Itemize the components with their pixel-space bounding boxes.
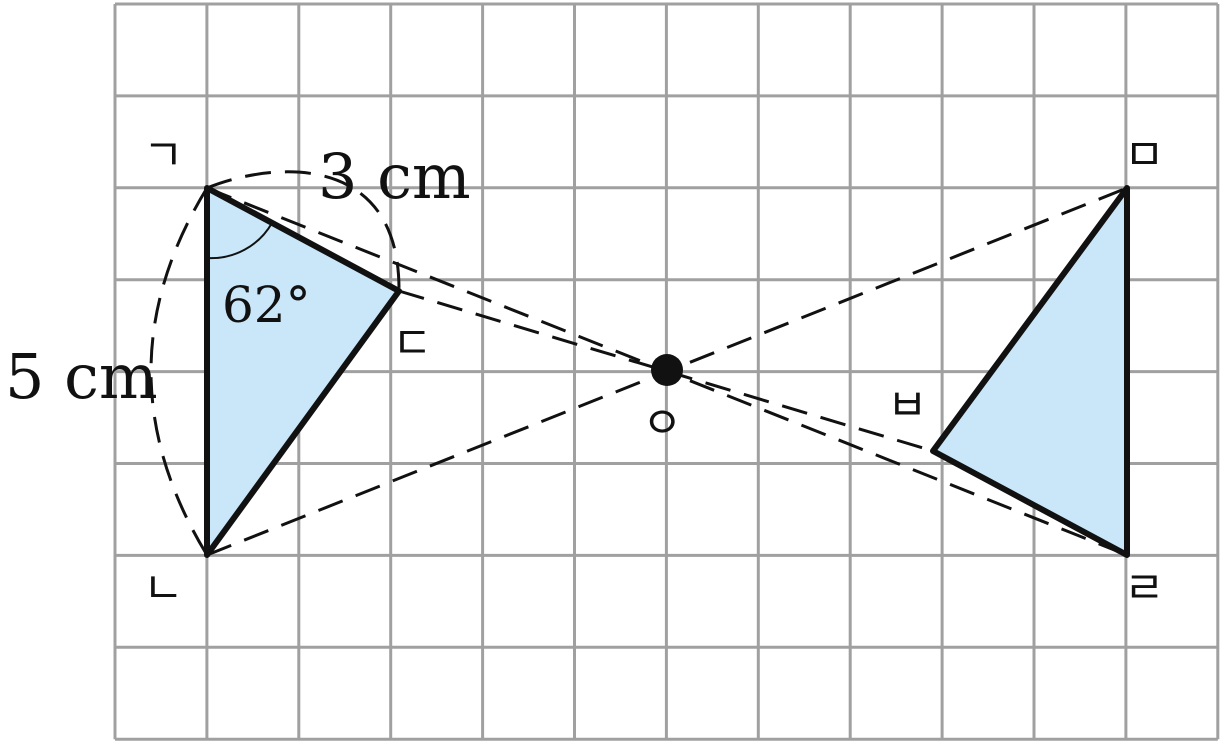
- center-point-o: [651, 354, 683, 386]
- triangle-left: [204, 185, 402, 558]
- label-bieup: ㅂ: [887, 380, 927, 431]
- label-nieun: ㄴ: [143, 563, 183, 614]
- triangle-right: [930, 185, 1130, 558]
- length-label-top: 3 cm: [318, 140, 471, 213]
- dashed-arc-5cm: [149, 187, 209, 556]
- label-giyeok: ㄱ: [143, 130, 183, 181]
- dashed-line-digeut-bieup: [398, 289, 934, 453]
- label-rieul: ㄹ: [1124, 563, 1164, 614]
- label-center: ㅇ: [642, 398, 682, 449]
- angle-label: 62°: [222, 276, 311, 334]
- angle-arc: [206, 222, 273, 260]
- label-digeut: ㄷ: [392, 318, 432, 369]
- label-mieum: ㅁ: [1124, 130, 1164, 181]
- dashed-arc-3cm: [206, 170, 401, 292]
- length-label-left: 5 cm: [5, 340, 158, 413]
